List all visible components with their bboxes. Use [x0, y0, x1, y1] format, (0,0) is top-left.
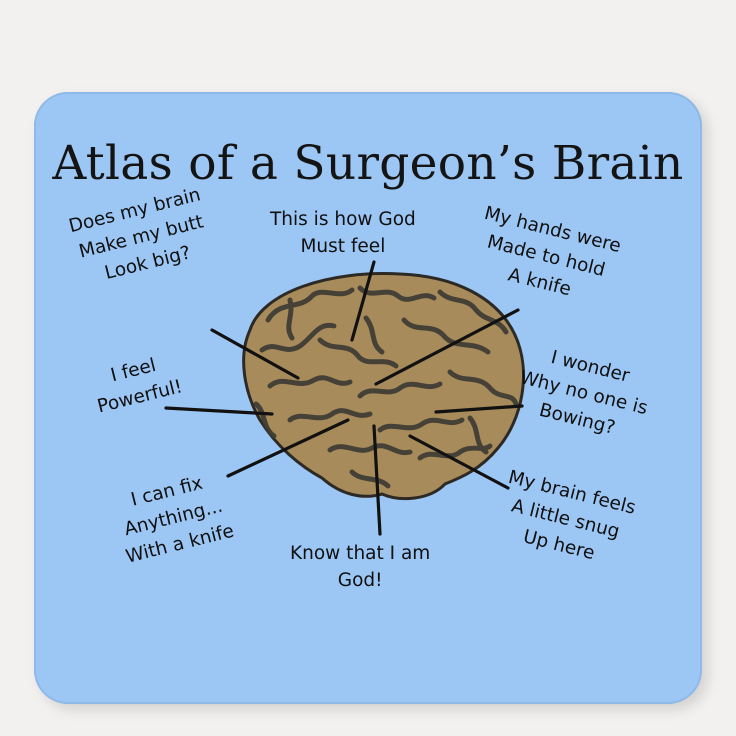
line-powerful	[164, 406, 274, 416]
brain-icon	[242, 272, 525, 501]
line-bowing	[434, 404, 524, 414]
line-butt	[210, 328, 300, 380]
line-snug	[408, 434, 510, 490]
line-god-feel	[350, 260, 376, 342]
line-hands	[374, 308, 520, 386]
label-god-feel: This is how God Must feel	[270, 209, 416, 257]
line-know-god	[372, 424, 382, 536]
label-know-god: Know that I am God!	[290, 543, 431, 591]
title: Atlas of a Surgeon’s Brain	[52, 136, 684, 191]
pointer-lines	[164, 260, 524, 536]
line-fix	[226, 418, 350, 478]
